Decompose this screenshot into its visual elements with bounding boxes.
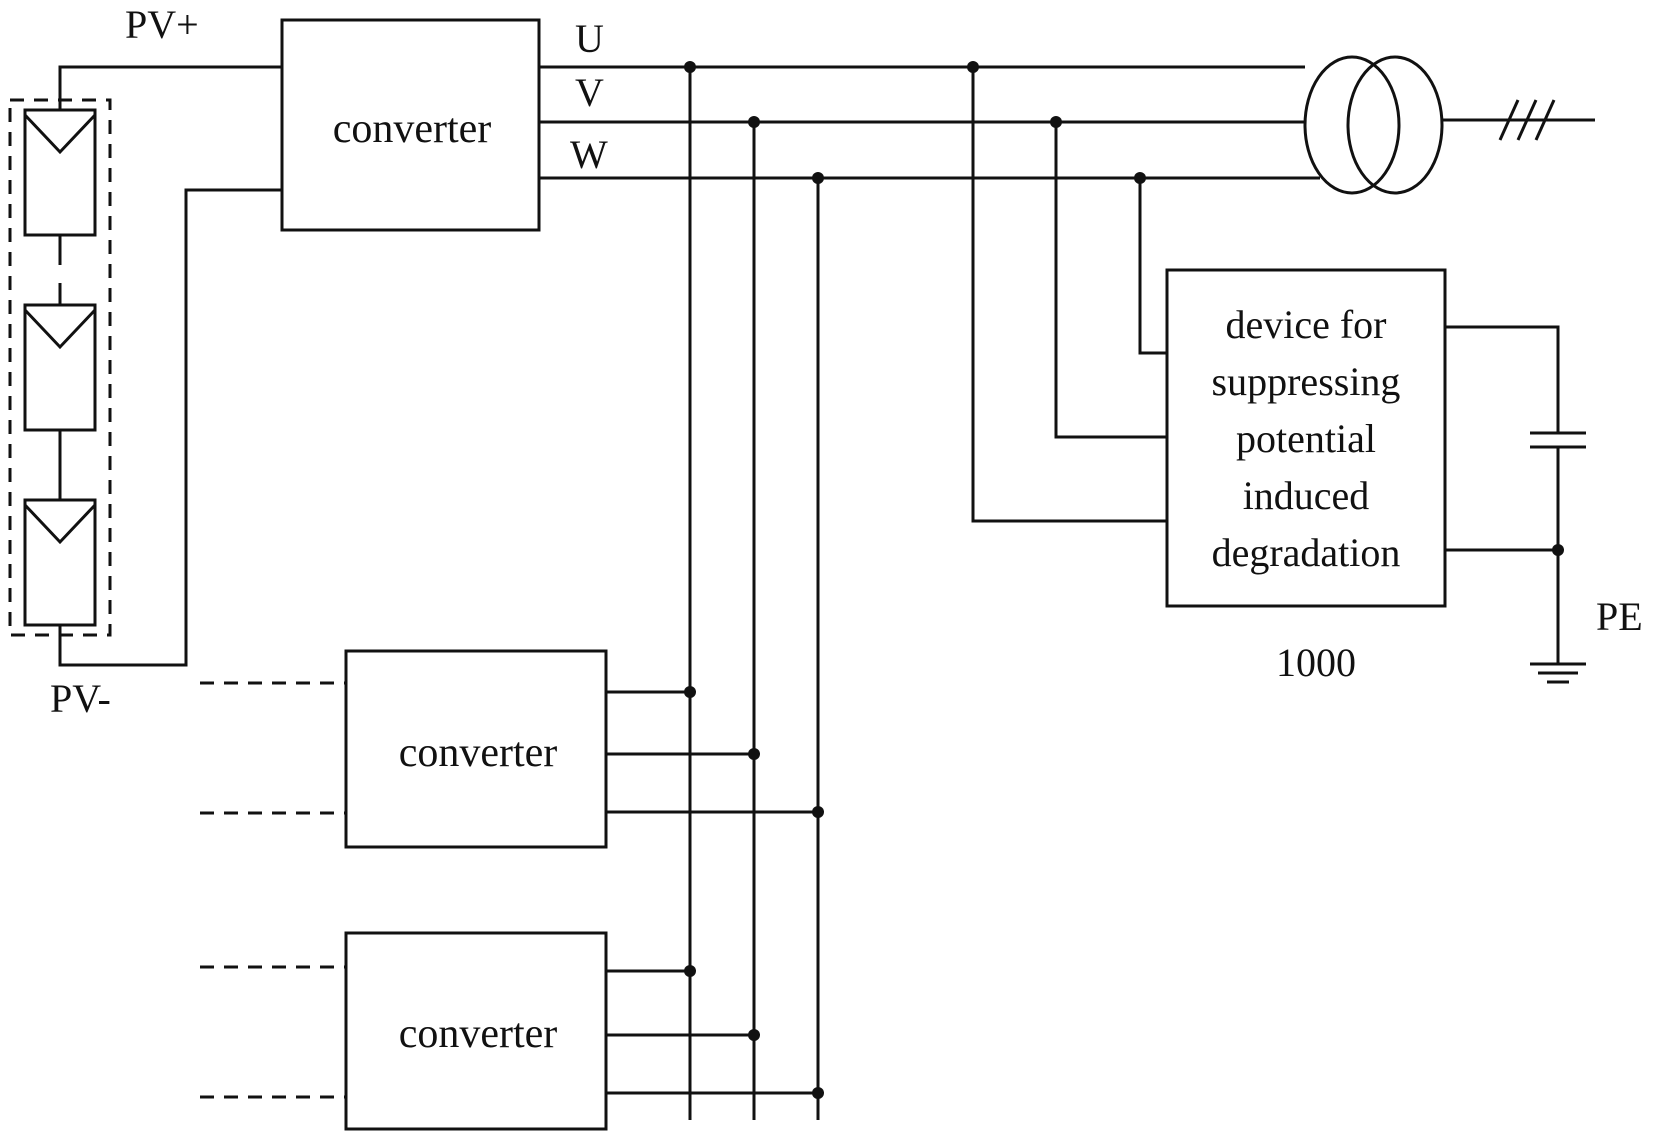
device-reference-number: 1000: [1276, 640, 1356, 685]
device-label-line-5: degradation: [1212, 530, 1401, 575]
device-label-line-4: induced: [1243, 473, 1370, 518]
device-link-v: [1054, 122, 1167, 439]
pid-suppression-device: device for suppressing potential induced…: [1165, 268, 1447, 608]
pv-panel-1: [23, 108, 97, 237]
transformer: [1303, 55, 1444, 195]
device-link-w: [1138, 178, 1167, 355]
pv-string: [8, 98, 112, 637]
three-phase-grid-mark: [1498, 99, 1556, 141]
pv-panel-3: [23, 498, 97, 627]
phase-u-label: U: [575, 16, 604, 61]
pv-minus-label: PV-: [50, 676, 111, 721]
converter-1: converter: [280, 18, 541, 232]
pv-minus-wire: [58, 188, 282, 667]
converter-3-label: converter: [399, 1011, 558, 1057]
phase-w-label: W: [570, 132, 608, 177]
phase-v-label: V: [575, 70, 604, 115]
ground-icon: [1530, 662, 1586, 684]
pv-panel-2: [23, 303, 97, 432]
converter-2: converter: [344, 649, 608, 849]
junction-dots: [684, 61, 1564, 1099]
device-label-line-2: suppressing: [1212, 359, 1401, 404]
converter-3: converter: [344, 931, 608, 1131]
pv-plus-wire: [58, 65, 282, 110]
pv-plus-label: PV+: [125, 2, 199, 47]
capacitor: [1530, 431, 1586, 449]
device-label-line-1: device for: [1225, 302, 1386, 347]
pe-label: PE: [1596, 594, 1643, 639]
device-link-u: [971, 67, 1167, 523]
device-label-line-3: potential: [1236, 416, 1376, 461]
converter-2-label: converter: [399, 730, 558, 776]
converter-1-label: converter: [333, 106, 492, 152]
capacitor-upper-wire: [1445, 325, 1560, 433]
